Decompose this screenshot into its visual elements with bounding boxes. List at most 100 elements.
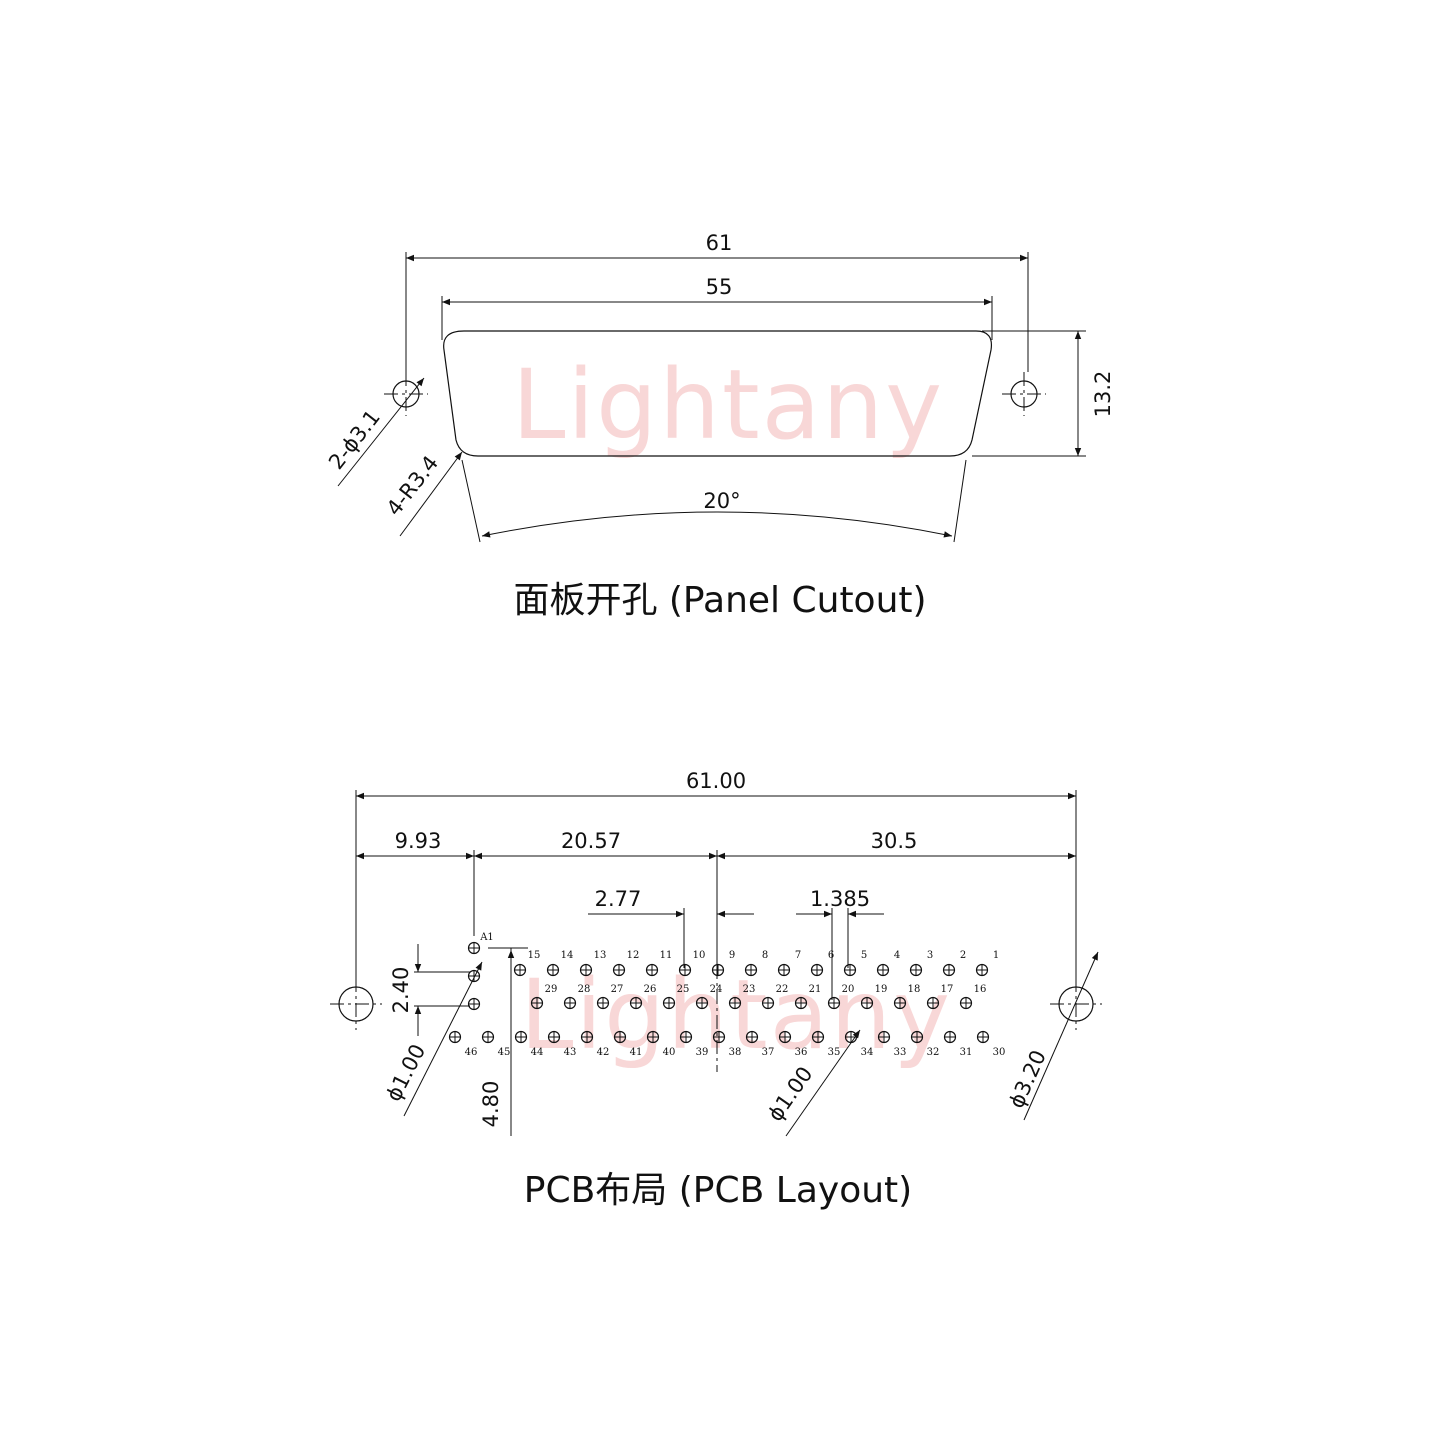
pin-label: 37 bbox=[762, 1047, 775, 1058]
pin-row1 bbox=[711, 963, 725, 977]
pin-row2 bbox=[728, 996, 742, 1010]
pin-row2 bbox=[629, 996, 643, 1010]
dim-pcb-chain: 9.93 20.57 30.5 bbox=[356, 829, 1076, 968]
pin-row3 bbox=[448, 1030, 462, 1044]
pin-row3 bbox=[943, 1030, 957, 1044]
pin-label: 26 bbox=[644, 984, 657, 995]
pin-row3 bbox=[844, 1030, 858, 1044]
pin-label: 38 bbox=[729, 1047, 742, 1058]
pin-label: 20 bbox=[842, 984, 855, 995]
dim-label-pin-dia-right: ϕ1.00 bbox=[763, 1062, 817, 1125]
pin-label: 14 bbox=[561, 950, 574, 961]
dim-label-mount-dia: ϕ3.20 bbox=[1004, 1047, 1051, 1112]
pin-row2 bbox=[662, 996, 676, 1010]
pin-row3 bbox=[580, 1030, 594, 1044]
panel-cutout-view: Lightany 61 55 bbox=[324, 231, 1115, 621]
pin-label: 17 bbox=[941, 984, 954, 995]
pin-row1 bbox=[513, 963, 527, 977]
dim-label-pin-dia-left: ϕ1.00 bbox=[381, 1040, 430, 1105]
pin-row1 bbox=[645, 963, 659, 977]
pin-label: 21 bbox=[809, 984, 822, 995]
pin-row3 bbox=[745, 1030, 759, 1044]
dim-label-30-5: 30.5 bbox=[871, 829, 918, 853]
pin-row2 bbox=[761, 996, 775, 1010]
pin-row1 bbox=[909, 963, 923, 977]
pin-row2 bbox=[794, 996, 808, 1010]
pin-label: 29 bbox=[545, 984, 558, 995]
pin-label: 9 bbox=[729, 950, 735, 961]
dim-label-61: 61 bbox=[706, 231, 733, 255]
pin-label: 16 bbox=[974, 984, 987, 995]
pin-label: 22 bbox=[776, 984, 789, 995]
pin-label: 44 bbox=[531, 1047, 544, 1058]
pin-row3 bbox=[811, 1030, 825, 1044]
pcb-mount-hole-left bbox=[330, 978, 382, 1030]
pin-label: 46 bbox=[465, 1047, 478, 1058]
pin-label: 10 bbox=[693, 950, 706, 961]
pin-row3 bbox=[877, 1030, 891, 1044]
pin-row3 bbox=[910, 1030, 924, 1044]
pin-row2 bbox=[893, 996, 907, 1010]
pin-label: 18 bbox=[908, 984, 921, 995]
pin-row2 bbox=[926, 996, 940, 1010]
watermark-panel: Lightany bbox=[512, 349, 944, 461]
pin-label: 13 bbox=[594, 950, 607, 961]
pin-label: 15 bbox=[528, 950, 541, 961]
pin-label: 4 bbox=[894, 950, 900, 961]
dim-panel-cutout-width: 55 bbox=[441, 275, 993, 340]
pin-row1 bbox=[678, 963, 692, 977]
pin-row1 bbox=[975, 963, 989, 977]
mounting-hole-left bbox=[384, 372, 428, 416]
pin-label: 19 bbox=[875, 984, 888, 995]
pin-label: 12 bbox=[627, 950, 640, 961]
pin-label: 3 bbox=[927, 950, 933, 961]
dim-label-radius: 4-R3.4 bbox=[382, 451, 443, 520]
pin-row3 bbox=[547, 1030, 561, 1044]
dim-pcb-row-spacing: 2.40 bbox=[389, 944, 470, 1036]
dim-label-13-2: 13.2 bbox=[1091, 371, 1115, 418]
pin-row2 bbox=[596, 996, 610, 1010]
pin-label: 32 bbox=[927, 1047, 940, 1058]
pcb-layout-view: Lightany 61.00 9.93 20.57 bbox=[330, 769, 1102, 1211]
dim-label-holes: 2-ϕ3.1 bbox=[324, 405, 385, 474]
pin-label: 8 bbox=[762, 950, 768, 961]
pin-label: 2 bbox=[960, 950, 966, 961]
pin-row2 bbox=[959, 996, 973, 1010]
pin-row3 bbox=[481, 1030, 495, 1044]
pin-a1 bbox=[467, 941, 481, 955]
pin-row2 bbox=[530, 996, 544, 1010]
pin-label: 1 bbox=[993, 950, 999, 961]
pin-label: 39 bbox=[696, 1047, 709, 1058]
pin-row2 bbox=[563, 996, 577, 1010]
dim-pcb-pitch: 2.77 bbox=[588, 887, 754, 968]
dim-label-2-40: 2.40 bbox=[389, 967, 413, 1014]
pin-row3 bbox=[976, 1030, 990, 1044]
pin-row1 bbox=[612, 963, 626, 977]
dim-pcb-mount-dia: ϕ3.20 bbox=[1004, 951, 1099, 1121]
dim-label-angle: 20° bbox=[703, 489, 740, 513]
pin-row3 bbox=[679, 1030, 693, 1044]
pin-ref bbox=[467, 969, 481, 983]
dim-panel-angle: 20° bbox=[461, 459, 967, 543]
dim-label-61-00: 61.00 bbox=[686, 769, 746, 793]
pin-label: 5 bbox=[861, 950, 867, 961]
pin-row3 bbox=[646, 1030, 660, 1044]
pin-label: 30 bbox=[993, 1047, 1006, 1058]
pin-label: 34 bbox=[861, 1047, 874, 1058]
pin-row2 bbox=[827, 996, 841, 1010]
pin-label: 7 bbox=[795, 950, 801, 961]
pin-label: 25 bbox=[677, 984, 690, 995]
dim-label-55: 55 bbox=[706, 275, 733, 299]
mounting-hole-right bbox=[1002, 372, 1046, 416]
pin-row3 bbox=[778, 1030, 792, 1044]
dim-panel-radius: 4-R3.4 bbox=[382, 451, 463, 537]
pin-row1 bbox=[546, 963, 560, 977]
pcb-mount-hole-right bbox=[1050, 978, 1102, 1030]
pin-label: 36 bbox=[795, 1047, 808, 1058]
dim-pcb-half-pitch: 1.385 bbox=[796, 887, 884, 1000]
pin-ref bbox=[467, 997, 481, 1011]
pin-row3 bbox=[613, 1030, 627, 1044]
dim-label-1-385: 1.385 bbox=[810, 887, 870, 911]
